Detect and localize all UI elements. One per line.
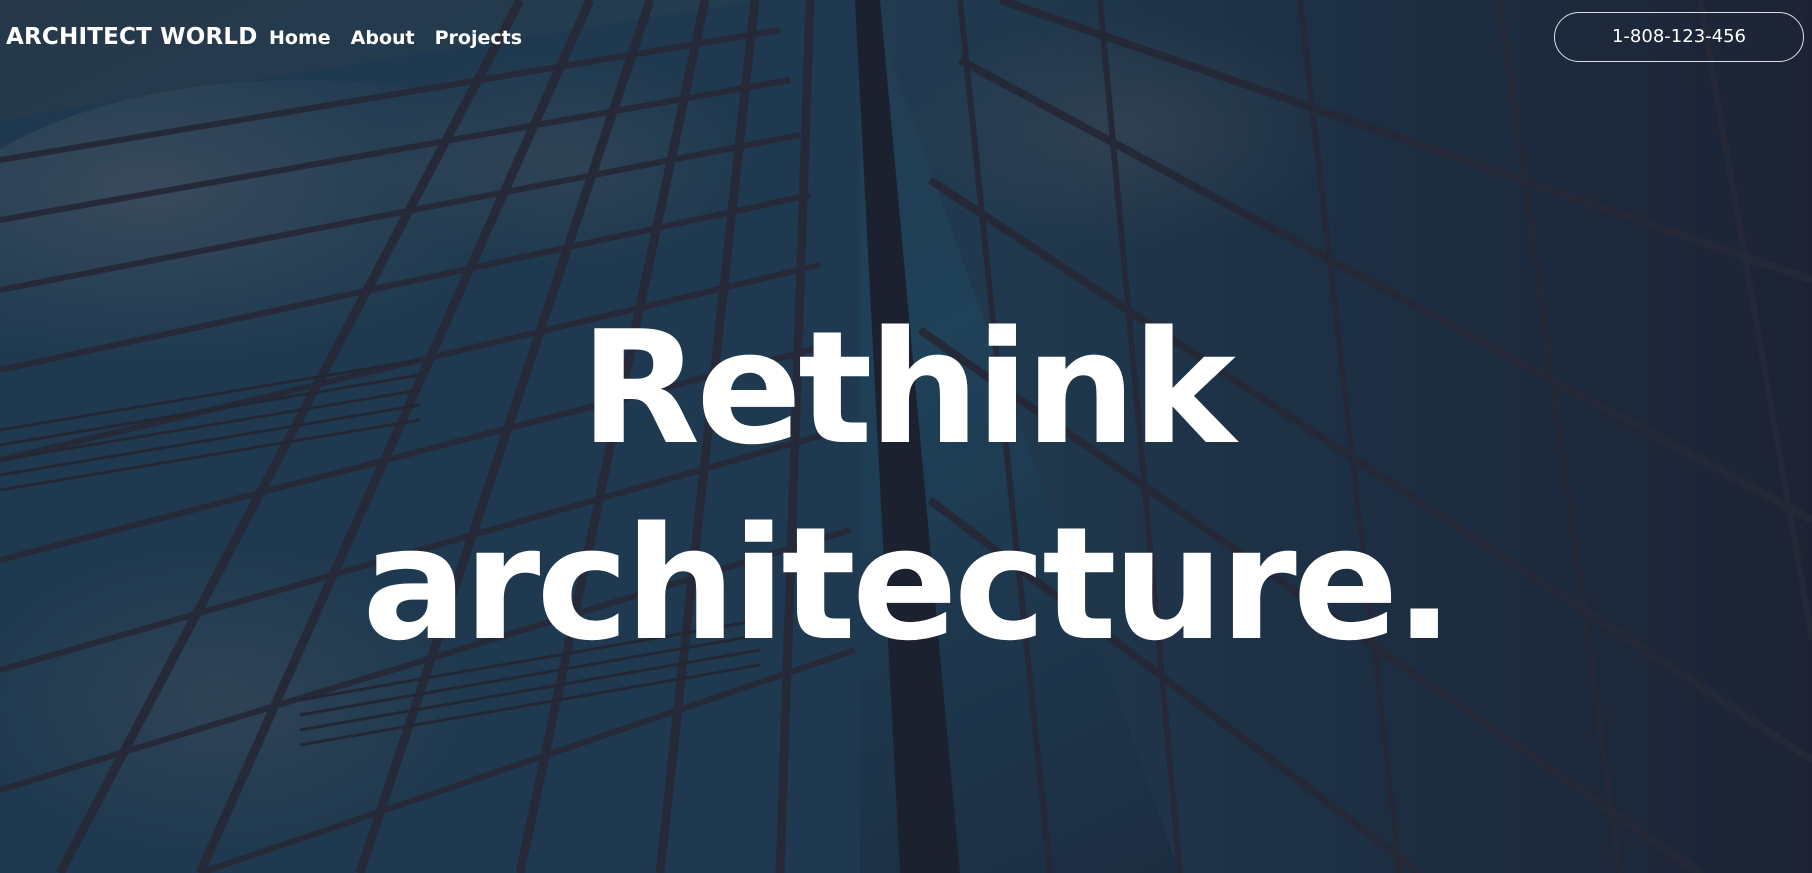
hero-headline-line-1: Rethink: [580, 297, 1236, 479]
hero-headline-line-2: architecture.: [362, 493, 1454, 675]
nav-link-about[interactable]: About: [350, 27, 415, 49]
main-nav: Home About Projects: [269, 23, 522, 53]
nav-link-home[interactable]: Home: [269, 27, 331, 49]
nav-link-projects[interactable]: Projects: [434, 27, 523, 49]
brand-logo[interactable]: ARCHITECT WORLD: [6, 24, 258, 50]
phone-button[interactable]: 1-808-123-456: [1554, 12, 1804, 62]
site-header: ARCHITECT WORLD Home About Projects 1-80…: [0, 0, 1812, 76]
hero-headline: Rethink architecture.: [0, 290, 1812, 682]
